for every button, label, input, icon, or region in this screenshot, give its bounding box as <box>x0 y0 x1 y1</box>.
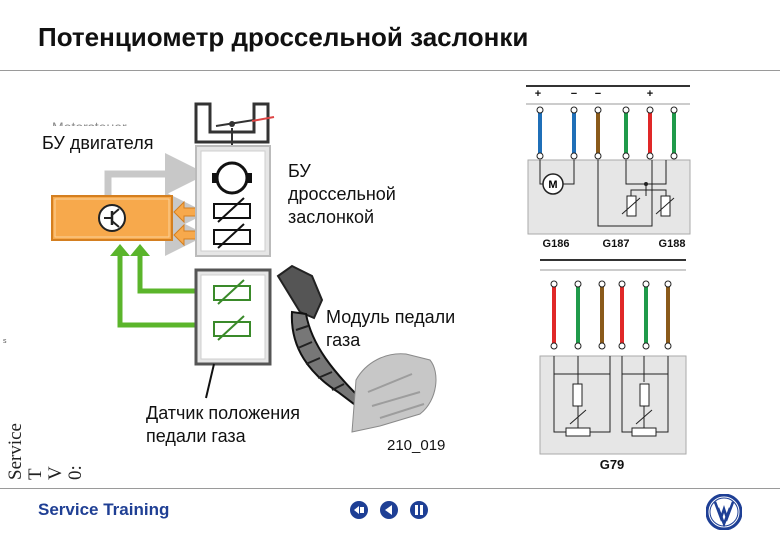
wire-terminal <box>642 280 650 288</box>
wire-terminal <box>622 106 630 114</box>
pin-label: − <box>595 88 601 100</box>
motor-icon <box>212 161 252 195</box>
throttle-body-outline <box>194 102 275 150</box>
throttle-unit-label: БУ дроссельной заслонкой <box>288 161 396 227</box>
component-label: G188 <box>659 238 686 250</box>
motor-icon: M <box>542 173 564 195</box>
header-divider <box>0 70 780 71</box>
wire-terminal <box>570 106 578 114</box>
pin-label: + <box>647 88 653 100</box>
footer-divider <box>0 488 780 489</box>
wire-terminal <box>536 152 544 160</box>
sensor-leader-line <box>205 363 215 399</box>
feedback-arrows-orange <box>173 200 197 247</box>
transistor-icon <box>98 204 126 232</box>
wire-terminal <box>646 106 654 114</box>
wire-terminal <box>670 106 678 114</box>
wire-terminal <box>594 106 602 114</box>
pin-label: + <box>535 88 541 100</box>
page-title: Потенциометр дроссельной заслонки <box>38 22 529 52</box>
wire-terminal <box>622 152 630 160</box>
pedal-sensor-icon <box>213 279 251 341</box>
potentiometer-icon <box>213 197 251 249</box>
nav-back-button[interactable] <box>350 501 368 519</box>
accelerator-pedal-illustration <box>276 264 437 433</box>
engine-ecu-label: БУ двигателя <box>40 132 156 155</box>
side-vertical-text: Service T V 0: <box>5 423 86 480</box>
nav-prev-button[interactable] <box>380 501 398 519</box>
nav-back-icon <box>354 506 364 514</box>
wire-terminal <box>646 152 654 160</box>
engine-ecu-bg-label: Motorsteuer <box>52 116 127 126</box>
figure-code: 210_019 <box>387 437 445 454</box>
wire-terminal <box>550 280 558 288</box>
wire-terminal <box>594 152 602 160</box>
pin-label: − <box>571 88 577 100</box>
nav-prev-icon <box>385 505 392 515</box>
wire-terminal <box>536 106 544 114</box>
wire-terminal <box>664 342 672 350</box>
engine-ecu-block <box>51 195 173 241</box>
wire-terminal <box>664 280 672 288</box>
wire-terminal <box>618 280 626 288</box>
wire-terminal <box>570 152 578 160</box>
footer-service-training: Service Training <box>38 500 170 519</box>
throttle-control-unit <box>195 145 271 257</box>
nav-pause-button[interactable] <box>410 501 428 519</box>
vw-logo-icon <box>706 494 742 530</box>
wire-terminal <box>574 280 582 288</box>
pedal-module <box>194 268 272 366</box>
wire-terminal <box>642 342 650 350</box>
wire-terminal <box>618 342 626 350</box>
wire-terminal <box>598 280 606 288</box>
pedal-module-label: Модуль педали газа <box>326 307 456 350</box>
wire-terminal <box>670 152 678 160</box>
component-label: G187 <box>603 238 630 250</box>
pedal-sensor-label: Датчик положения педали газа <box>146 403 301 446</box>
svg-text:M: M <box>548 179 557 191</box>
component-label: G79 <box>600 457 625 472</box>
wire-terminal <box>598 342 606 350</box>
feedback-lines-green <box>110 244 196 328</box>
side-small-text: s <box>3 338 7 345</box>
component-label: G186 <box>543 238 570 250</box>
wire-terminal <box>550 342 558 350</box>
nav-pause-icon <box>415 505 423 515</box>
schematic-bottom: G79 <box>539 259 687 472</box>
schematic-top: + − − + M G186 G187 G188 <box>526 85 691 250</box>
wire-terminal <box>574 342 582 350</box>
